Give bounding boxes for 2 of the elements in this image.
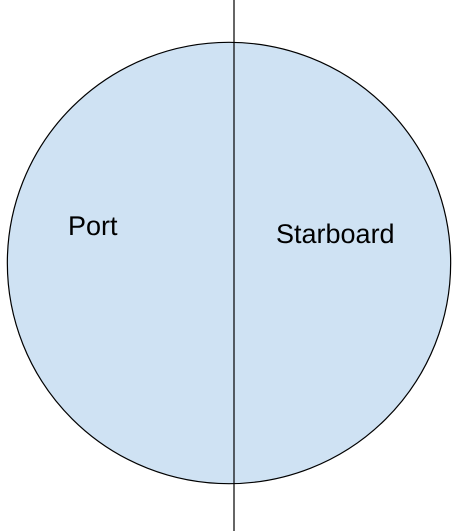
region-label: Starboard	[276, 221, 395, 248]
region-label: Port	[68, 213, 118, 240]
